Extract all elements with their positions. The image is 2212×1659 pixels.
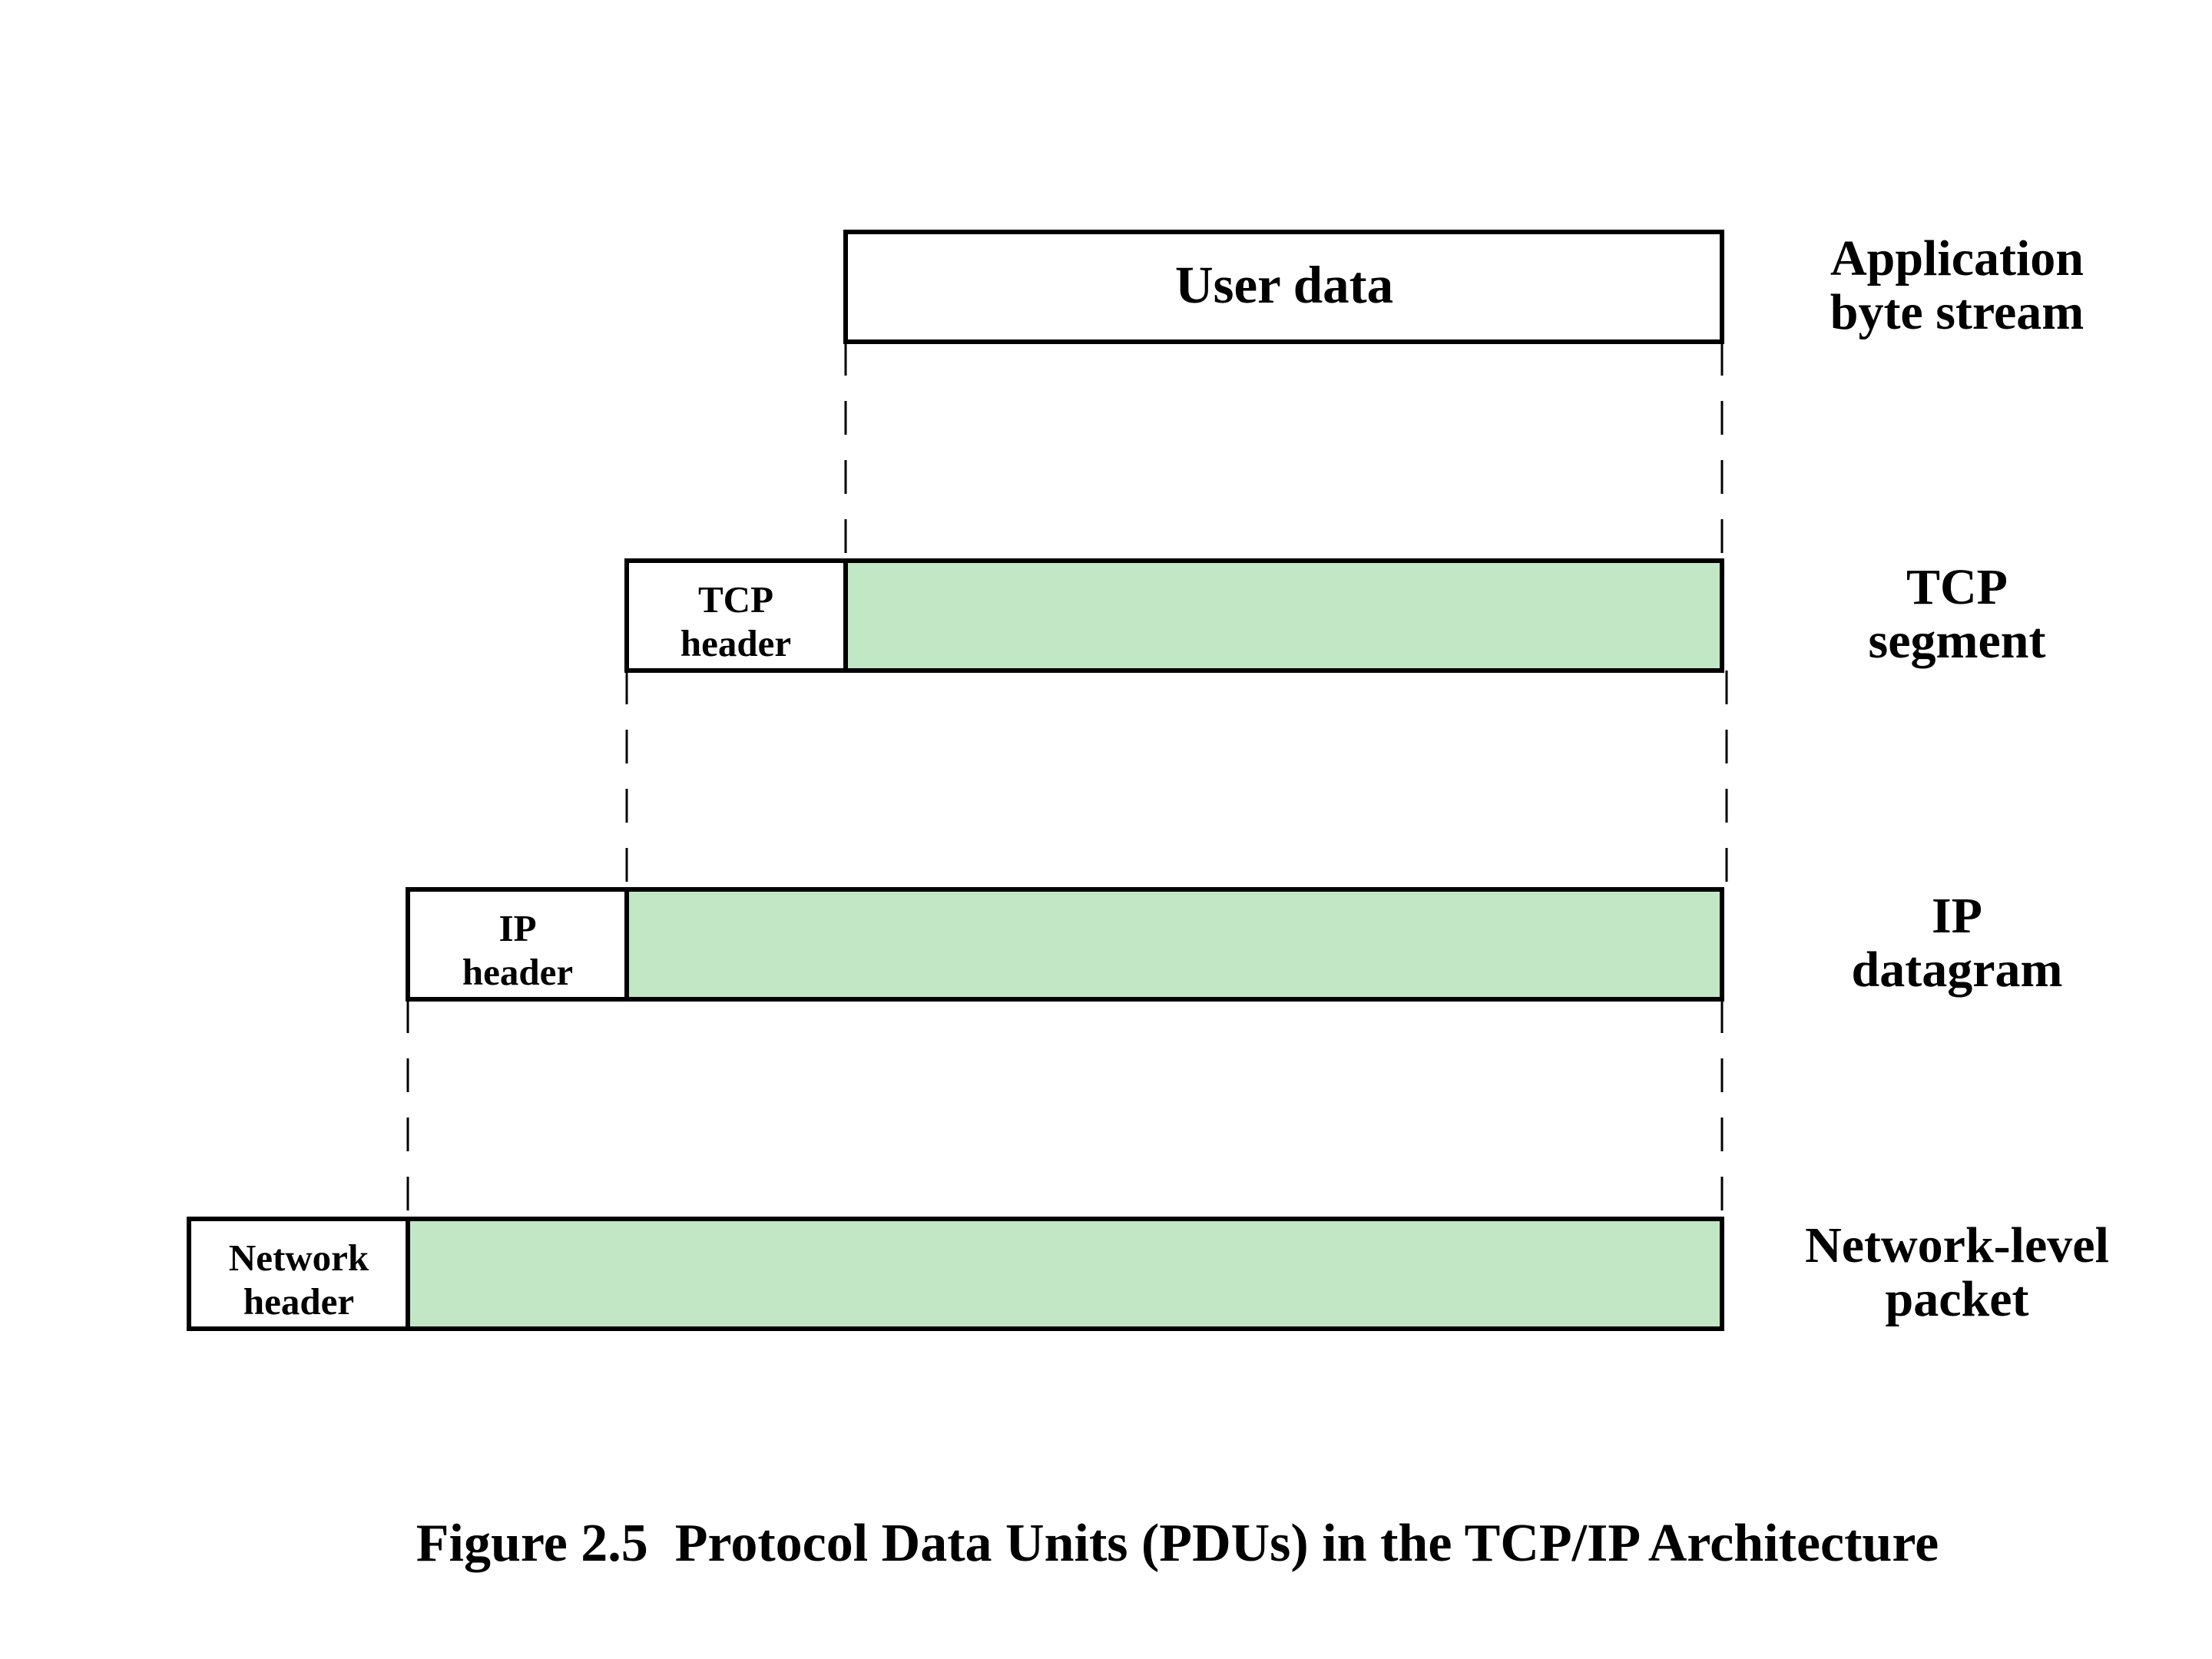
network-packet-label-line2: packet [1886, 1271, 2029, 1327]
layer-ip: IP header IP datagram [406, 887, 2063, 1002]
application-label-line1: Application [1830, 230, 2084, 286]
ip-datagram-label-line2: datagram [1852, 942, 2063, 998]
network-header-box [187, 1217, 410, 1331]
user-data-label: User data [1175, 256, 1393, 314]
network-packet-label-line1: Network-level [1805, 1217, 2109, 1273]
ip-header-label-line2: header [462, 951, 573, 993]
ip-datagram-payload [624, 887, 1724, 1002]
layer-application: User data Application byte stream [843, 230, 2085, 344]
ip-header-label-line1: IP [499, 907, 537, 949]
figure-caption: Figure 2.5 Protocol Data Units (PDUs) in… [416, 1514, 1939, 1573]
ip-header-box [406, 887, 629, 1002]
tcp-segment-payload [843, 558, 1724, 673]
layer-tcp: TCP header TCP segment [624, 558, 2046, 673]
application-label-line2: byte stream [1830, 284, 2085, 340]
layer-network: Network header Network-level packet [187, 1217, 2109, 1331]
tcp-header-label-line1: TCP [698, 578, 773, 621]
user-data-box [843, 230, 1724, 344]
network-header-label-line2: header [243, 1280, 354, 1323]
tcp-header-box [624, 558, 848, 673]
dashed-connectors [406, 342, 1728, 1217]
ip-datagram-label-line1: IP [1932, 888, 1982, 944]
tcp-segment-label-line2: segment [1869, 613, 2046, 669]
tcp-header-label-line2: header [680, 622, 791, 664]
network-packet-payload [406, 1217, 1724, 1331]
tcp-segment-label-line1: TCP [1906, 559, 2008, 615]
network-header-label-line1: Network [229, 1237, 369, 1279]
